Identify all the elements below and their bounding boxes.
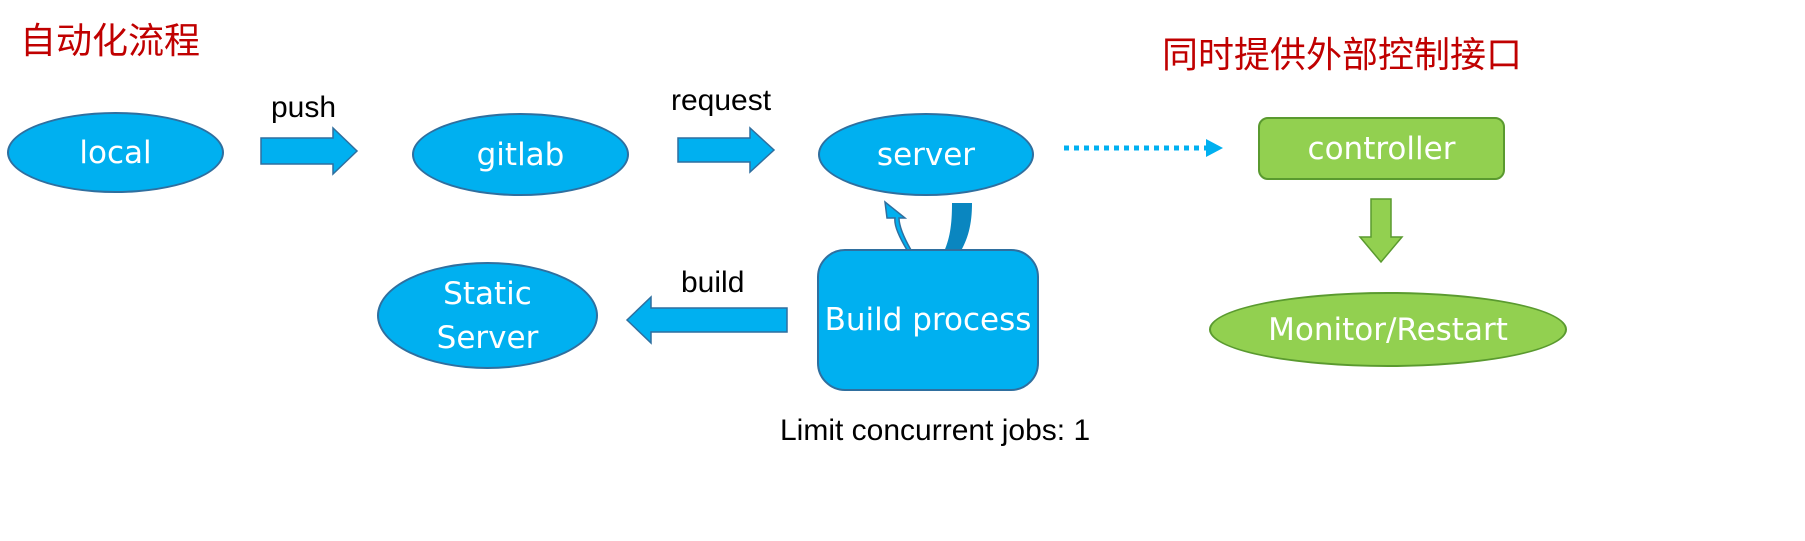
- note-concurrency: Limit concurrent jobs: 1: [780, 414, 1091, 447]
- label-push: push: [271, 91, 337, 124]
- arrow-build: [625, 295, 788, 345]
- node-monitor-restart: Monitor/Restart: [1209, 292, 1567, 367]
- label-build: build: [681, 266, 745, 299]
- node-static-server-line2: Server: [436, 319, 539, 356]
- node-gitlab: gitlab: [412, 113, 629, 196]
- arrow-build-to-server: [884, 200, 913, 251]
- title-external-control: 同时提供外部控制接口: [1162, 35, 1523, 76]
- node-server: server: [818, 113, 1034, 196]
- node-build-process: Build process: [817, 249, 1039, 391]
- arrow-push: [260, 126, 359, 176]
- arrow-controller-monitor: [1358, 198, 1404, 264]
- node-controller: controller: [1258, 117, 1505, 180]
- title-automation-flow: 自动化流程: [20, 21, 201, 62]
- arrow-dotted-head: [1206, 139, 1223, 157]
- arrow-server-to-build: [942, 203, 972, 256]
- node-static-server: Static Server: [377, 262, 598, 369]
- arrow-request: [677, 126, 776, 174]
- label-request: request: [671, 84, 772, 117]
- node-static-server-line1: Static: [443, 275, 532, 312]
- node-local: local: [7, 112, 224, 193]
